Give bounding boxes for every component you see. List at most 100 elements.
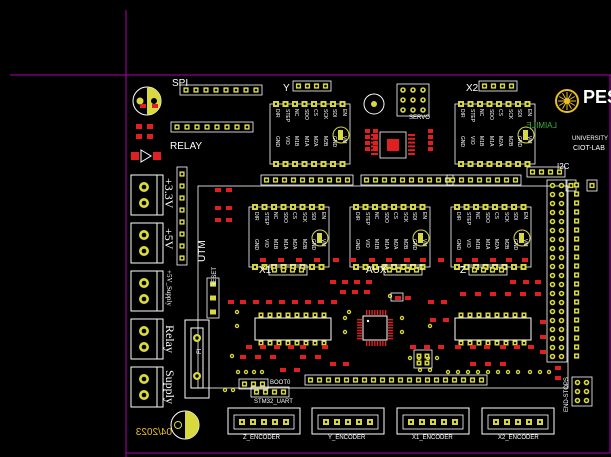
right-column-hole xyxy=(575,345,578,349)
driver-pin-label-bottom: M2B xyxy=(300,239,307,250)
via-hole xyxy=(497,371,499,373)
driver-pin-label-top: SDO xyxy=(483,212,490,223)
reset-switch-outline xyxy=(206,277,220,319)
mcu-pin xyxy=(374,310,376,315)
end-stop-dual-header-hole xyxy=(560,310,563,313)
x1-header-outline xyxy=(268,264,308,276)
end-stop-dual-header-hole xyxy=(560,274,563,277)
smd-pad xyxy=(365,129,370,133)
shield-header-2-hole xyxy=(428,178,431,182)
via-hole xyxy=(236,311,238,313)
driver-y-hole xyxy=(322,102,325,106)
shield-header-3-outline xyxy=(446,174,522,186)
driver-pin-label-top: NC xyxy=(478,109,484,117)
mcu-pin xyxy=(388,335,393,337)
driver-pin-label-top: EN xyxy=(319,212,326,219)
mcu-pin xyxy=(357,337,362,340)
spi-header-hole xyxy=(244,88,248,92)
jumper-hole xyxy=(418,355,420,357)
encoder-hole xyxy=(251,420,255,424)
driver-pin-label-top: EN xyxy=(521,212,528,219)
smd-pad xyxy=(280,368,286,372)
y-header-hole xyxy=(306,84,309,88)
spi-header-hole xyxy=(254,88,258,92)
mcu-outline xyxy=(362,315,388,341)
smd-pad xyxy=(484,345,490,349)
jumper-hole xyxy=(418,362,420,364)
smd-pad xyxy=(420,258,426,262)
opto-ic-left-hole xyxy=(304,341,308,345)
servo-chip-pin xyxy=(408,137,415,140)
driver-pin-label-top: SCK xyxy=(502,212,509,223)
smd-pad xyxy=(274,345,280,349)
opto-ic-left-hole xyxy=(322,341,326,345)
smd-pad xyxy=(520,292,526,296)
servo-chip-pin xyxy=(408,145,415,148)
smd-pad xyxy=(428,147,433,151)
bottom-shield-header-hole xyxy=(408,378,411,382)
cap-pad xyxy=(188,421,196,429)
driver-x1-hole xyxy=(263,265,266,269)
driver-pin-label-top: DIR xyxy=(455,212,461,221)
smd-pad xyxy=(373,135,378,139)
mcu-pin xyxy=(388,329,393,332)
driver-aux-hole xyxy=(392,205,396,209)
i2c-header-hole xyxy=(549,170,552,174)
driver-pin-label-bottom: M2B xyxy=(401,239,408,250)
utm-header-hole xyxy=(180,220,184,224)
driver-aux-hole xyxy=(402,265,405,269)
x1-header-hole xyxy=(300,268,303,272)
smd-pad xyxy=(253,300,259,304)
driver-x2-hole xyxy=(516,102,520,106)
shield-header-2-hole xyxy=(383,178,386,182)
driver-pin-label-top: SDO xyxy=(487,109,494,120)
utm-header-hole xyxy=(180,196,184,200)
smd-pad xyxy=(314,258,320,262)
y-label: Y xyxy=(283,83,290,94)
end-stop-dual-header-hole xyxy=(551,292,554,295)
smd-pad xyxy=(460,292,466,296)
terminal-supply-hole xyxy=(141,376,147,382)
bottom-shield-header-hole xyxy=(390,378,393,382)
driver-pin-label-top: CS xyxy=(493,212,499,219)
x2-header-outline xyxy=(478,80,518,92)
jumper-hole xyxy=(426,362,428,364)
servo-cap-pad xyxy=(371,101,377,107)
opto-ic-right-hole xyxy=(459,313,463,317)
x2-header-hole xyxy=(501,84,504,88)
driver-aux-hole xyxy=(373,265,377,269)
opto-ic-left-hole xyxy=(304,313,308,317)
driver-z-pot-wiper xyxy=(519,233,524,243)
encoder-hole xyxy=(262,420,266,424)
driver-x1-outline xyxy=(248,206,330,268)
terminal-5v-supply xyxy=(130,270,164,312)
terminal-5v-supply-hole xyxy=(141,296,147,302)
boot0-header-outline xyxy=(238,378,269,390)
end-stops-header-hole xyxy=(585,399,588,402)
driver-aux-hole xyxy=(392,265,396,269)
via-hole xyxy=(401,317,403,319)
driver-pin-label-bottom: M2A xyxy=(291,239,297,250)
smd-pad xyxy=(555,366,561,370)
shield-header-2-hole xyxy=(401,178,404,182)
terminal-label-5v: +5V xyxy=(162,228,176,250)
driver-z-hole xyxy=(522,205,525,209)
smd-pad xyxy=(510,280,516,284)
shield-header-1-hole xyxy=(346,178,349,182)
bottom-shield-header-hole xyxy=(471,378,474,382)
bottom-shield-header-hole xyxy=(444,378,447,382)
right-column-hole xyxy=(575,336,578,340)
smd-pad xyxy=(441,300,447,304)
reset-pad xyxy=(210,295,216,301)
smd-pad xyxy=(330,280,336,284)
driver-aux-hole xyxy=(354,205,358,209)
opto-ic-right-hole xyxy=(459,341,463,345)
driver-x2-pot xyxy=(517,126,535,144)
smd-pad xyxy=(455,345,461,349)
terminal-label-supply: Supply xyxy=(163,370,177,405)
end-stop-dual-header-hole xyxy=(560,193,563,196)
driver-pin-label-top: CS xyxy=(291,212,297,219)
driver-z-outline xyxy=(450,206,532,268)
opto-ic-left-hole xyxy=(313,341,317,345)
relay-header-hole xyxy=(175,125,179,129)
